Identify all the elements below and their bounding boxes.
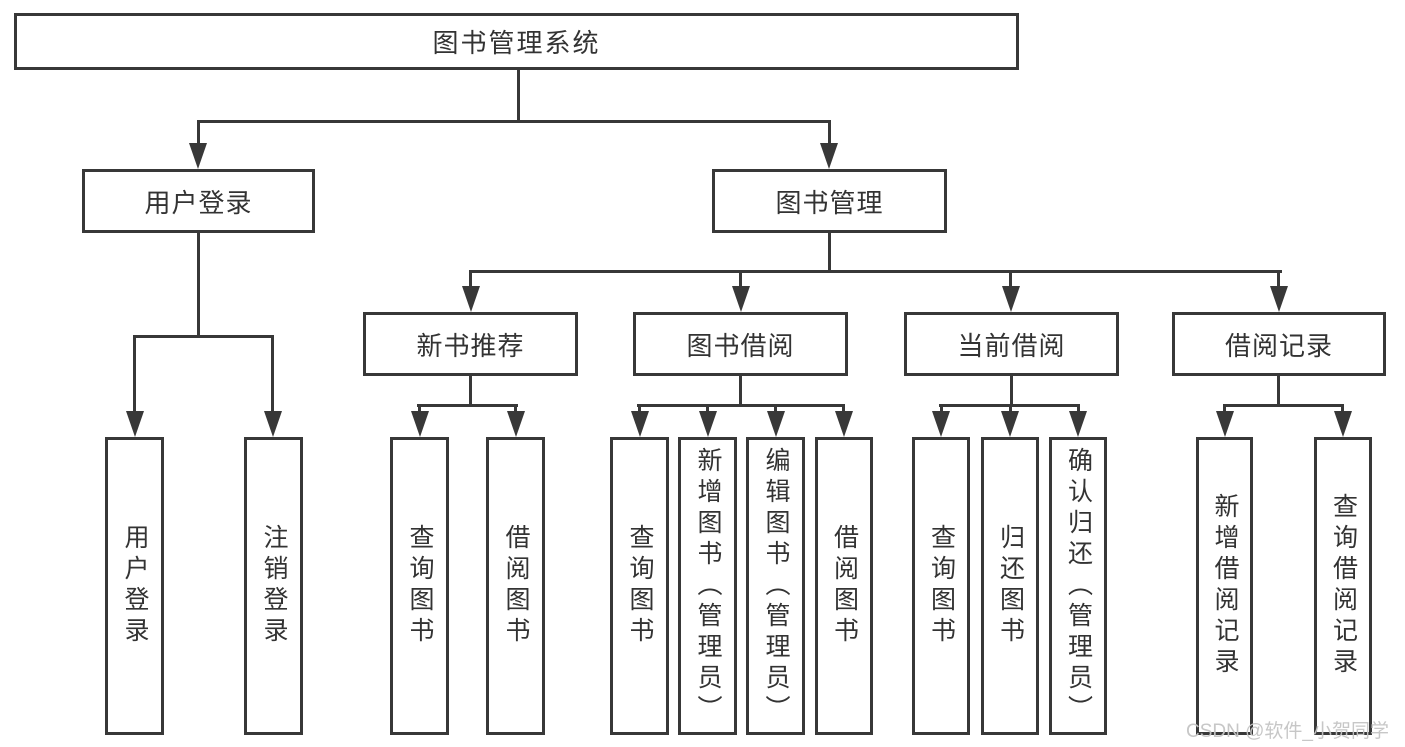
leaf-confirm-return-admin-label: 确认归还（管理员） xyxy=(1064,446,1093,726)
arrow-down-icon xyxy=(767,411,785,437)
arrow-down-icon xyxy=(189,143,207,169)
connector-line xyxy=(197,120,200,146)
connector-line xyxy=(417,404,518,407)
arrow-down-icon xyxy=(732,286,750,312)
node-book-management-label: 图书管理 xyxy=(775,187,884,218)
node-new-book-recommend: 新书推荐 xyxy=(363,312,578,376)
leaf-query-book-1: 查询图书 xyxy=(390,437,449,735)
connector-line xyxy=(828,233,831,273)
leaf-add-borrow-record: 新增借阅记录 xyxy=(1196,437,1253,735)
node-user-login-label: 用户登录 xyxy=(144,187,253,218)
csdn-watermark: CSDN @软件_小贺同学 xyxy=(1186,721,1389,742)
node-borrow-record: 借阅记录 xyxy=(1172,312,1386,376)
node-book-management: 图书管理 xyxy=(712,169,947,233)
arrow-down-icon xyxy=(1216,411,1234,437)
arrow-down-icon xyxy=(126,411,144,437)
arrow-down-icon xyxy=(1270,286,1288,312)
leaf-borrow-book-1-label: 借阅图书 xyxy=(502,524,530,648)
connector-line xyxy=(271,335,274,413)
arrow-down-icon xyxy=(1069,411,1087,437)
leaf-return-book-label: 归还图书 xyxy=(996,524,1025,648)
leaf-query-borrow-record-label: 查询借阅记录 xyxy=(1329,493,1358,679)
connector-line xyxy=(739,270,742,288)
node-new-book-recommend-label: 新书推荐 xyxy=(416,330,525,361)
leaf-add-book-admin-label: 新增图书（管理员） xyxy=(694,446,722,726)
connector-line xyxy=(197,233,200,337)
leaf-user-login-label: 用户登录 xyxy=(121,524,149,648)
connector-line xyxy=(1223,404,1226,413)
connector-line xyxy=(469,270,472,288)
connector-line xyxy=(1223,404,1344,407)
leaf-query-book-2: 查询图书 xyxy=(610,437,669,735)
connector-line xyxy=(828,120,831,146)
connector-line xyxy=(637,404,845,407)
arrow-down-icon xyxy=(1334,411,1352,437)
arrow-down-icon xyxy=(631,411,649,437)
node-borrow-record-label: 借阅记录 xyxy=(1224,330,1333,361)
connector-line xyxy=(739,376,742,406)
connector-line xyxy=(940,404,943,413)
connector-line xyxy=(1277,270,1280,288)
node-book-borrow: 图书借阅 xyxy=(633,312,848,376)
connector-line xyxy=(638,404,641,413)
leaf-query-book-3-label: 查询图书 xyxy=(927,524,956,648)
connector-line xyxy=(418,404,421,413)
node-root-label: 图书管理系统 xyxy=(432,28,601,58)
arrow-down-icon xyxy=(507,411,525,437)
leaf-query-borrow-record: 查询借阅记录 xyxy=(1314,437,1372,735)
leaf-add-borrow-record-label: 新增借阅记录 xyxy=(1211,493,1239,679)
connector-line xyxy=(1010,376,1013,406)
connector-line xyxy=(133,335,274,338)
leaf-logout: 注销登录 xyxy=(244,437,303,735)
leaf-query-book-1-label: 查询图书 xyxy=(406,524,434,648)
leaf-borrow-book-1: 借阅图书 xyxy=(486,437,545,735)
arrow-down-icon xyxy=(411,411,429,437)
leaf-logout-label: 注销登录 xyxy=(260,524,288,648)
connector-line xyxy=(469,376,472,406)
leaf-edit-book-admin-label: 编辑图书（管理员） xyxy=(762,446,790,726)
arrow-down-icon xyxy=(932,411,950,437)
connector-line xyxy=(514,404,517,413)
arrow-down-icon xyxy=(699,411,717,437)
connector-line xyxy=(842,404,845,413)
connector-line xyxy=(774,404,777,413)
node-root: 图书管理系统 xyxy=(14,13,1019,70)
connector-line xyxy=(1277,376,1280,406)
arrow-down-icon xyxy=(1002,286,1020,312)
arrow-down-icon xyxy=(264,411,282,437)
node-user-login: 用户登录 xyxy=(82,169,315,233)
node-current-borrow-label: 当前借阅 xyxy=(957,330,1066,361)
connector-line xyxy=(1009,404,1012,413)
connector-line xyxy=(469,270,1282,273)
leaf-confirm-return-admin: 确认归还（管理员） xyxy=(1049,437,1107,735)
arrow-down-icon xyxy=(820,143,838,169)
connector-line xyxy=(1341,404,1344,413)
leaf-return-book: 归还图书 xyxy=(981,437,1039,735)
leaf-borrow-book-2-label: 借阅图书 xyxy=(830,524,859,648)
connector-line xyxy=(1077,404,1080,413)
node-book-borrow-label: 图书借阅 xyxy=(686,330,795,361)
connector-line xyxy=(133,335,136,413)
connector-line xyxy=(197,120,831,123)
leaf-query-book-2-label: 查询图书 xyxy=(626,524,654,648)
arrow-down-icon xyxy=(835,411,853,437)
leaf-add-book-admin: 新增图书（管理员） xyxy=(678,437,737,735)
arrow-down-icon xyxy=(1001,411,1019,437)
connector-line xyxy=(1009,270,1012,288)
connector-line xyxy=(517,70,520,122)
arrow-down-icon xyxy=(462,286,480,312)
leaf-edit-book-admin: 编辑图书（管理员） xyxy=(746,437,805,735)
node-current-borrow: 当前借阅 xyxy=(904,312,1119,376)
leaf-query-book-3: 查询图书 xyxy=(912,437,970,735)
leaf-borrow-book-2: 借阅图书 xyxy=(815,437,873,735)
leaf-user-login: 用户登录 xyxy=(105,437,164,735)
connector-line xyxy=(706,404,709,413)
